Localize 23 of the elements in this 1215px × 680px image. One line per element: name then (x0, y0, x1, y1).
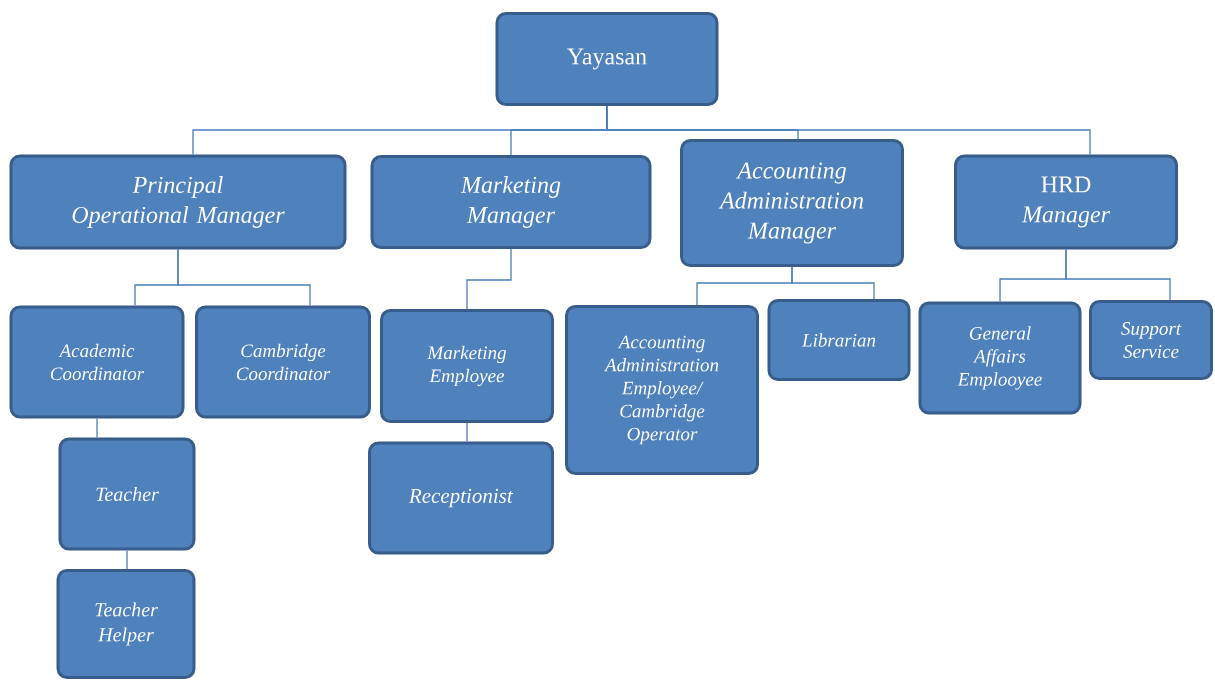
org-box: HRD Manager (954, 154, 1178, 250)
connector-line (126, 549, 128, 570)
org-box: Teacher (58, 437, 196, 551)
org-box: General Affairs Emplooyee (918, 301, 1082, 415)
org-box: Support Service (1089, 300, 1213, 380)
connector-line (96, 417, 98, 439)
org-box: Academic Coordinator (9, 305, 185, 419)
connector-line (177, 248, 311, 307)
org-box: Cambridge Coordinator (195, 305, 371, 419)
connector-line (606, 105, 1091, 156)
org-box: Marketing Manager (370, 155, 652, 249)
connector-line (466, 422, 468, 443)
org-box: Receptionist (368, 441, 554, 555)
connector-line (466, 248, 512, 310)
org-box: Accounting Administration Employee/ Cambridge Operator (565, 305, 759, 475)
org-box: Teacher Helper (56, 569, 196, 679)
org-box: Librarian (767, 299, 911, 381)
org-box: Accounting Administration Manager (680, 139, 904, 267)
org-box: Yayasan (495, 12, 719, 106)
connector-line (791, 266, 875, 300)
org-box: Marketing Employee (380, 309, 554, 423)
connector-line (1065, 248, 1171, 301)
org-box: Principal Operational Manager (9, 154, 347, 250)
